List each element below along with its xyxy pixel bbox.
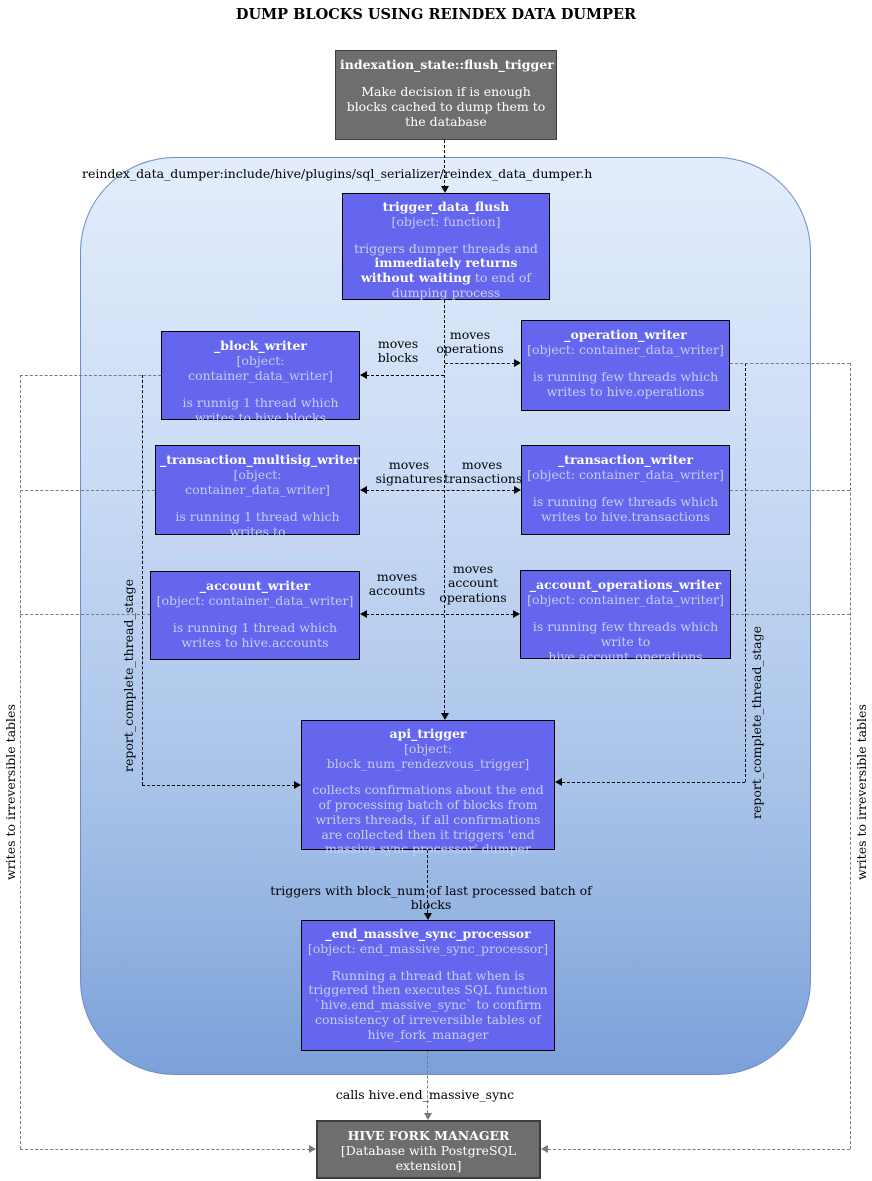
node-flush-trigger: indexation_state::flush_trigger Make dec… xyxy=(335,50,557,140)
edge-moves-signatures-transactions xyxy=(366,490,515,491)
node-api-trigger-body: collects confirmations about the end of … xyxy=(312,782,544,857)
arrowhead-right-icon xyxy=(514,359,521,367)
arrowhead-right-icon xyxy=(514,486,521,494)
arrowhead-right-icon xyxy=(309,1145,316,1153)
node-api-trigger-title: api_trigger xyxy=(389,726,467,741)
edge-report-left-vertical xyxy=(142,375,143,785)
arrowhead-right-icon xyxy=(294,781,301,789)
node-flush-trigger-title: indexation_state::flush_trigger xyxy=(340,57,554,72)
node-operation-writer-title: _operation_writer xyxy=(564,327,687,342)
node-account-writer-subtitle: [object: container_data_writer] xyxy=(156,593,354,608)
edge-api-to-end-massive xyxy=(427,850,428,913)
edge-label-triggers-with-block-num: triggers with block_num of last processe… xyxy=(270,883,592,913)
edge-report-right-horizontal xyxy=(562,782,745,783)
arrowhead-down-icon xyxy=(441,186,449,193)
node-transaction-multisig-writer-subtitle: [object: container_data_writer] xyxy=(185,467,330,497)
arrowhead-left-icon xyxy=(555,778,562,786)
node-end-massive-sync-processor-body: Running a thread that when is triggered … xyxy=(308,967,548,1042)
node-account-operations-writer-subtitle: [object: container_data_writer] xyxy=(527,592,724,607)
node-transaction-multisig-writer: _transaction_multisig_writer [object: co… xyxy=(155,445,360,554)
node-account-writer: _account_writer [object: container_data_… xyxy=(150,571,360,660)
arrowhead-left-icon xyxy=(360,610,367,618)
node-end-massive-sync-processor-subtitle: [object: end_massive_sync_processor] xyxy=(307,940,549,956)
node-end-massive-sync-processor: _end_massive_sync_processor [object: end… xyxy=(301,920,555,1051)
edge-connector-block-writer-left xyxy=(20,375,161,376)
edge-moves-operations xyxy=(445,363,515,364)
node-trigger-data-flush: trigger_data_flush [object: function] tr… xyxy=(342,193,550,300)
edge-label-calls-end-massive-sync: calls hive.end_massive_sync xyxy=(335,1087,515,1102)
arrowhead-left-icon xyxy=(541,1145,548,1153)
node-trigger-data-flush-subtitle: [object: function] xyxy=(391,213,501,229)
arrowhead-left-icon xyxy=(360,486,367,494)
node-transaction-writer-title: _transaction_writer xyxy=(557,452,694,467)
node-block-writer-subtitle: [object: container_data_writer] xyxy=(188,353,333,383)
edge-connector-account-operations-writer-right xyxy=(731,614,850,615)
edge-label-writes-to-irreversible-tables-left: writes to irreversible tables xyxy=(3,704,18,881)
edge-moves-accounts-account-operations xyxy=(366,614,514,615)
edge-central-spine xyxy=(444,300,445,713)
edge-connector-account-writer-left xyxy=(20,614,150,615)
node-operation-writer-subtitle: [object: container_data_writer] xyxy=(527,342,724,357)
edge-label-moves-accounts: moves accounts xyxy=(368,569,426,599)
edge-writes-left-horizontal xyxy=(20,1149,310,1150)
node-trigger-data-flush-title: trigger_data_flush xyxy=(382,199,510,214)
node-flush-trigger-body: Make decision if is enough blocks cached… xyxy=(346,84,546,129)
node-trigger-data-flush-body: triggers dumper threads and immediately … xyxy=(347,240,545,301)
edge-label-report-complete-thread-stage-right: report_complete_thread_stage xyxy=(749,625,764,820)
edge-label-moves-account-operations: moves account operations xyxy=(439,561,507,605)
edge-connector-operation-writer-right xyxy=(730,363,850,364)
arrowhead-down-icon xyxy=(424,1113,432,1120)
arrowhead-down-icon xyxy=(441,713,449,720)
edge-label-moves-transactions: moves transactions xyxy=(444,457,523,487)
node-transaction-multisig-writer-title: _transaction_multisig_writer xyxy=(160,452,360,467)
node-hive-fork-manager-subtitle: [Database with PostgreSQL extension] xyxy=(340,1143,517,1173)
node-transaction-writer: _transaction_writer [object: container_d… xyxy=(521,445,730,535)
edge-report-right-vertical xyxy=(745,363,746,782)
node-api-trigger-subtitle: [object: block_num_rendezvous_trigger] xyxy=(326,740,530,771)
node-account-operations-writer: _account_operations_writer [object: cont… xyxy=(520,570,731,664)
edge-label-report-complete-thread-stage-left: report_complete_thread_stage xyxy=(121,578,136,772)
edge-end-massive-to-hive-fork xyxy=(427,1051,428,1113)
node-block-writer-body: is runnig 1 thread which writes to hive.… xyxy=(182,395,339,425)
diagram-title: DUMP BLOCKS USING REINDEX DATA DUMPER xyxy=(235,6,637,23)
node-hive-fork-manager: HIVE FORK MANAGER [Database with Postgre… xyxy=(316,1120,541,1179)
edge-writes-right-horizontal xyxy=(548,1149,850,1150)
edge-label-moves-operations: moves operations xyxy=(436,327,504,357)
body-text-bold: immediately returns without waiting xyxy=(361,255,518,285)
body-text: to end of dumping process xyxy=(391,270,531,300)
edge-connector-multisig-writer-left xyxy=(20,490,155,491)
node-block-writer: _block_writer [object: container_data_wr… xyxy=(161,331,360,425)
cluster-label: reindex_data_dumper:include/hive/plugins… xyxy=(82,166,593,181)
node-account-writer-title: _account_writer xyxy=(199,578,311,593)
node-block-writer-title: _block_writer xyxy=(213,338,307,353)
arrowhead-down-icon xyxy=(424,913,432,920)
arrowhead-right-icon xyxy=(513,610,520,618)
edge-label-writes-to-irreversible-tables-right: writes to irreversible tables xyxy=(854,704,869,880)
edge-label-moves-signatures: moves signatures xyxy=(375,457,443,487)
edge-moves-blocks xyxy=(366,375,444,376)
edge-flush-to-trigger xyxy=(444,140,445,188)
arrowhead-left-icon xyxy=(360,371,367,379)
node-transaction-writer-body: is running few threads which writes to h… xyxy=(532,494,719,524)
node-account-operations-writer-title: _account_operations_writer xyxy=(529,577,722,592)
node-operation-writer: _operation_writer [object: container_dat… xyxy=(521,320,730,411)
node-transaction-writer-subtitle: [object: container_data_writer] xyxy=(527,467,724,482)
edge-writes-left-vertical xyxy=(20,375,21,1149)
node-transaction-multisig-writer-body: is running 1 thread which writes to hive… xyxy=(174,509,341,554)
body-text: triggers dumper threads and xyxy=(354,240,538,256)
edge-writes-right-vertical xyxy=(850,363,851,1149)
node-account-writer-body: is running 1 thread which writes to hive… xyxy=(172,620,338,650)
node-api-trigger: api_trigger [object: block_num_rendezvou… xyxy=(301,720,555,856)
node-account-operations-writer-body: is running few threads which write to hi… xyxy=(532,619,719,664)
node-hive-fork-manager-title: HIVE FORK MANAGER xyxy=(347,1128,510,1143)
node-end-massive-sync-processor-title: _end_massive_sync_processor xyxy=(325,926,531,941)
node-operation-writer-body: is running few threads which writes to h… xyxy=(532,369,719,399)
edge-connector-transaction-writer-right xyxy=(730,490,850,491)
edge-report-left-horizontal xyxy=(142,785,295,786)
edge-label-moves-blocks: moves blocks xyxy=(377,336,419,366)
